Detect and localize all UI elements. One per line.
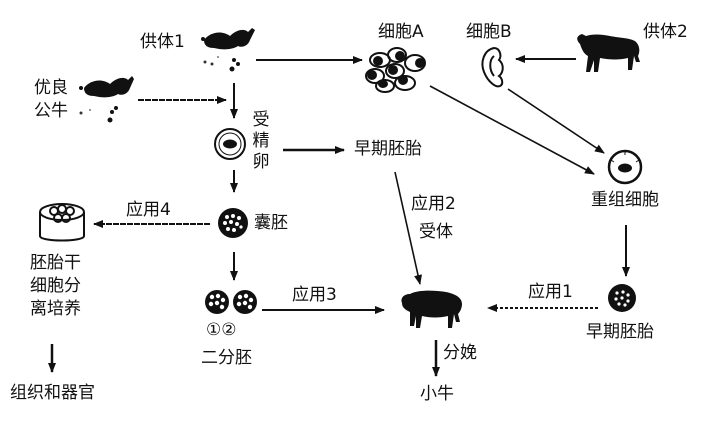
blastocyst-icon: [218, 208, 248, 238]
blastocyst-label: 囊胚: [254, 213, 288, 233]
donor2-bull-icon: [577, 34, 640, 72]
organs-label: 组织和器官: [10, 383, 95, 403]
split-embryo-marks: ①②: [206, 320, 237, 340]
arrow-early-embryo-to-recipient: [394, 171, 422, 285]
reconstructed-cell-icon: [607, 149, 643, 185]
split-embryo-icon: [205, 290, 257, 314]
zygote-icon: [214, 128, 246, 160]
cell-a-label: 细胞A: [378, 22, 424, 42]
recipient-cow-icon: [401, 290, 462, 328]
app2-label: 应用2: [411, 194, 456, 214]
culture-dish-icon: [39, 203, 85, 242]
arrow-cella-to-reconstructed: [429, 85, 595, 175]
early-embryo-right-icon: [608, 284, 636, 312]
early-embryo-top-label: 早期胚胎: [354, 139, 422, 159]
calf-label: 小牛: [420, 384, 454, 404]
twin-embryo-label: 二分胚: [201, 348, 252, 368]
reconstructed-cell-label: 重组细胞: [591, 190, 659, 210]
cell-b-ear-icon: [481, 46, 504, 88]
donor1-label: 供体1: [140, 32, 185, 52]
arrow-cellb-to-reconstructed: [507, 88, 605, 154]
birth-label: 分娩: [443, 343, 477, 363]
app1-label: 应用1: [528, 282, 573, 302]
donor1-cow-icon: [201, 28, 255, 72]
zygote-label: 受精卵: [252, 110, 270, 172]
cell-a-cluster-icon: [365, 47, 426, 93]
es-culture-label: 胚胎干 细胞分 离培养: [30, 253, 81, 319]
bull-label: 优良 公牛: [34, 78, 68, 121]
early-embryo-right-label: 早期胚胎: [586, 322, 654, 342]
cell-b-label: 细胞B: [466, 22, 512, 42]
app3-label: 应用3: [292, 285, 337, 305]
bull-cow-icon: [79, 76, 134, 123]
donor2-label: 供体2: [643, 22, 688, 42]
app4-label: 应用4: [126, 200, 171, 220]
recipient-label: 受体: [419, 222, 453, 242]
